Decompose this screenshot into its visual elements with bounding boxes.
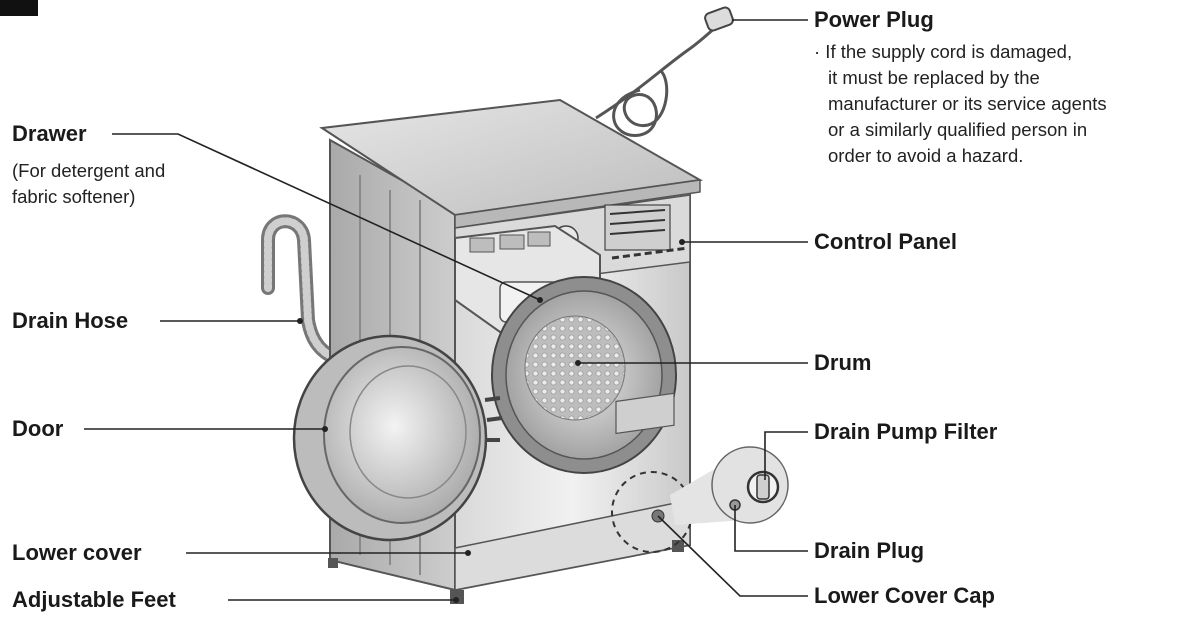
label-adjustable-feet: Adjustable Feet bbox=[12, 587, 176, 613]
label-drain-plug: Drain Plug bbox=[814, 538, 924, 564]
label-drain-pump-filter: Drain Pump Filter bbox=[814, 419, 997, 445]
power-plug-note-2: it must be replaced by the bbox=[828, 66, 1040, 90]
power-plug-note-4: or a similarly qualified person in bbox=[828, 118, 1087, 142]
drum-perforation bbox=[525, 316, 625, 420]
power-cord-coil bbox=[614, 70, 667, 135]
label-lower-cover: Lower cover bbox=[12, 540, 142, 566]
power-plug-note-1: · If the supply cord is damaged, bbox=[814, 40, 1072, 64]
door-glass bbox=[324, 347, 480, 523]
power-plug-note-5: order to avoid a hazard. bbox=[828, 144, 1023, 168]
power-cord bbox=[596, 22, 722, 118]
power-plug-head bbox=[704, 6, 735, 32]
label-door: Door bbox=[12, 416, 63, 442]
label-control-panel: Control Panel bbox=[814, 229, 957, 255]
label-drain-hose: Drain Hose bbox=[12, 308, 128, 334]
label-lower-cover-cap: Lower Cover Cap bbox=[814, 583, 995, 609]
drawer-note-2: fabric softener) bbox=[12, 185, 135, 209]
label-drum: Drum bbox=[814, 350, 871, 376]
label-power-plug: Power Plug bbox=[814, 7, 934, 33]
power-plug-note-3: manufacturer or its service agents bbox=[828, 92, 1107, 116]
label-drawer: Drawer bbox=[12, 121, 87, 147]
drawer-note-1: (For detergent and bbox=[12, 159, 165, 183]
